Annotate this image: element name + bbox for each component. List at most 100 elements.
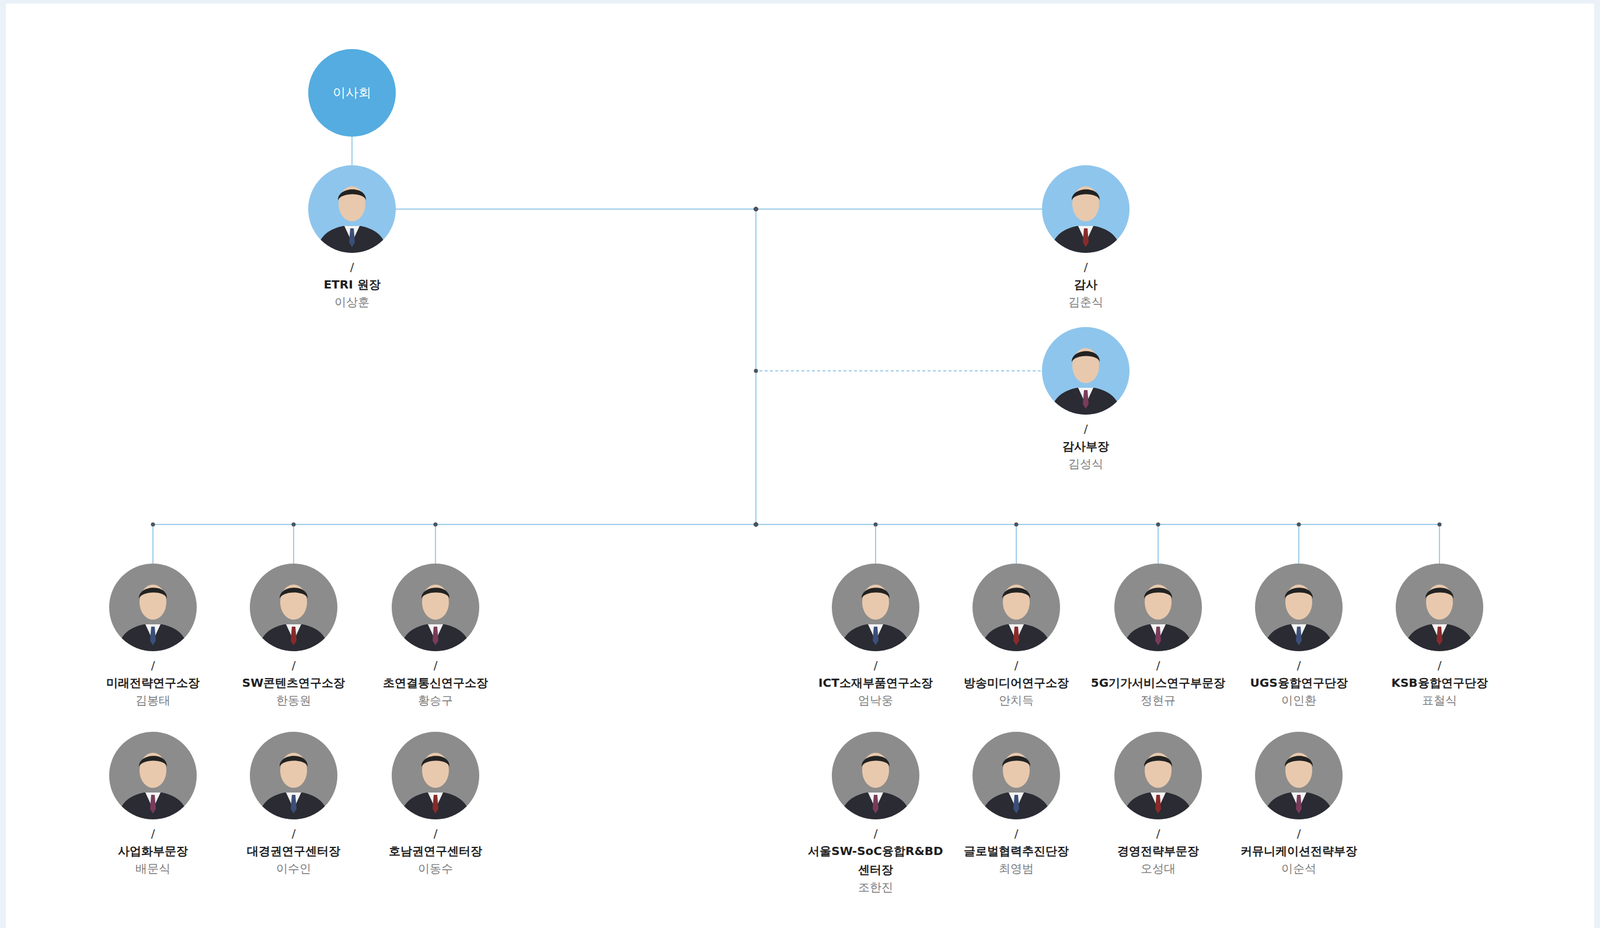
position-title: 대경권연구센터장 xyxy=(224,841,363,860)
person-name: 황승구 xyxy=(366,691,505,709)
org-connector xyxy=(395,208,876,564)
person-card: /경영전략부문장오성대 xyxy=(1089,731,1227,877)
junction-dot xyxy=(151,522,156,527)
divider-mark: / xyxy=(947,656,1086,674)
board-label: 이사회 xyxy=(332,84,372,101)
position-title: 5G기가서비스연구부문장 xyxy=(1089,673,1227,692)
junction-dot xyxy=(754,522,759,527)
junction-dot xyxy=(754,207,759,212)
divider-mark: / xyxy=(947,824,1086,842)
person-card: /ETRI 원장이상훈 xyxy=(283,165,421,310)
junction-dot xyxy=(1014,522,1019,527)
person-name: 김춘식 xyxy=(1016,293,1155,310)
portrait-photo xyxy=(391,731,480,819)
position-title: 커뮤니케이션전략부장 xyxy=(1229,841,1368,860)
person-name: 한동원 xyxy=(224,691,363,709)
person-card: /미래전략연구소장김봉태 xyxy=(84,563,222,709)
person-name: 이순석 xyxy=(1229,859,1368,877)
junction-dot xyxy=(1297,522,1302,527)
junction-dot xyxy=(754,368,759,374)
org-connector xyxy=(152,208,756,564)
position-title: 감사 xyxy=(1016,274,1155,294)
position-title: 호남권연구센터장 xyxy=(366,841,505,860)
divider-mark: / xyxy=(1016,258,1155,275)
org-connector xyxy=(293,208,756,564)
person-card: /글로벌협력추진단장최영범 xyxy=(947,731,1086,877)
junction-dot xyxy=(1156,522,1161,527)
junction-dot xyxy=(754,522,759,527)
divider-mark: / xyxy=(366,824,505,842)
portrait-photo xyxy=(1041,165,1130,253)
person-card: /커뮤니케이션전략부장이순석 xyxy=(1229,731,1368,877)
position-title: 방송미디어연구소장 xyxy=(947,673,1086,692)
portrait-photo xyxy=(831,731,920,819)
portrait-photo xyxy=(109,563,197,651)
divider-mark: / xyxy=(84,656,222,674)
person-name: 정현규 xyxy=(1089,691,1227,709)
junction-dot xyxy=(754,522,759,527)
junction-dot xyxy=(1437,522,1442,527)
org-connector xyxy=(395,208,756,564)
board-circle: 이사회 xyxy=(308,49,396,137)
junction-dot xyxy=(754,522,759,527)
chart-ground: 이사회/ETRI 원장이상훈/감사김춘식/감사부장김성식/미래전략연구소장김봉태… xyxy=(5,3,1595,928)
portrait-photo xyxy=(308,165,396,253)
org-connector xyxy=(395,208,1299,564)
person-name: 조한진 xyxy=(806,878,945,895)
divider-mark: / xyxy=(283,258,421,275)
divider-mark: / xyxy=(224,656,363,674)
portrait-photo xyxy=(109,731,197,819)
portrait-photo xyxy=(1255,731,1343,819)
person-name: 김봉태 xyxy=(84,691,222,709)
person-name: 이동수 xyxy=(366,859,505,877)
person-card: /방송미디어연구소장안치득 xyxy=(947,563,1086,709)
junction-dot xyxy=(754,522,759,527)
person-card: /감사부장김성식 xyxy=(1016,326,1155,472)
junction-dot xyxy=(754,207,759,212)
position-title: SW콘텐츠연구소장 xyxy=(224,673,363,692)
junction-dot xyxy=(754,522,759,527)
position-title: 미래전략연구소장 xyxy=(84,673,222,692)
person-card: /초연결통신연구소장황승구 xyxy=(366,563,505,709)
org-connector xyxy=(395,208,1440,564)
portrait-photo xyxy=(391,563,480,651)
org-connector xyxy=(395,208,1017,564)
person-name: 표철식 xyxy=(1370,691,1509,709)
person-name: 이상훈 xyxy=(283,293,421,310)
junction-dot xyxy=(754,207,759,212)
junction-dot xyxy=(754,207,759,212)
divider-mark: / xyxy=(1229,656,1368,674)
junction-dot xyxy=(433,522,438,527)
divider-mark: / xyxy=(1370,656,1509,674)
portrait-photo xyxy=(972,563,1061,651)
person-name: 이수인 xyxy=(224,859,363,877)
position-title: ICT소재부품연구소장 xyxy=(806,673,945,692)
junction-dot xyxy=(754,522,759,527)
person-name: 김성식 xyxy=(1016,455,1155,472)
person-card: /UGS융합연구단장이인환 xyxy=(1229,563,1368,709)
position-title: 감사부장 xyxy=(1016,436,1155,456)
connector-layer xyxy=(5,3,1595,928)
person-name: 엄낙웅 xyxy=(806,691,945,709)
divider-mark: / xyxy=(366,656,505,674)
divider-mark: / xyxy=(224,824,363,842)
portrait-photo xyxy=(1395,563,1484,651)
junction-dot xyxy=(754,207,759,212)
position-title: ETRI 원장 xyxy=(283,274,421,294)
junction-dot xyxy=(754,207,759,212)
person-card: /5G기가서비스연구부문장정현규 xyxy=(1089,563,1227,709)
portrait-photo xyxy=(1255,563,1343,651)
person-name: 이인환 xyxy=(1229,691,1368,709)
junction-dot xyxy=(754,207,759,212)
org-connector xyxy=(395,208,1042,371)
person-card: /SW콘텐츠연구소장한동원 xyxy=(224,563,363,709)
junction-dot xyxy=(754,207,759,212)
person-card: /호남권연구센터장이동수 xyxy=(366,731,505,877)
person-name: 배문식 xyxy=(84,859,222,877)
junction-dot xyxy=(291,522,296,527)
portrait-photo xyxy=(1114,563,1202,651)
divider-mark: / xyxy=(806,824,945,842)
person-name: 오성대 xyxy=(1089,859,1227,877)
divider-mark: / xyxy=(84,824,222,842)
divider-mark: / xyxy=(806,656,945,674)
